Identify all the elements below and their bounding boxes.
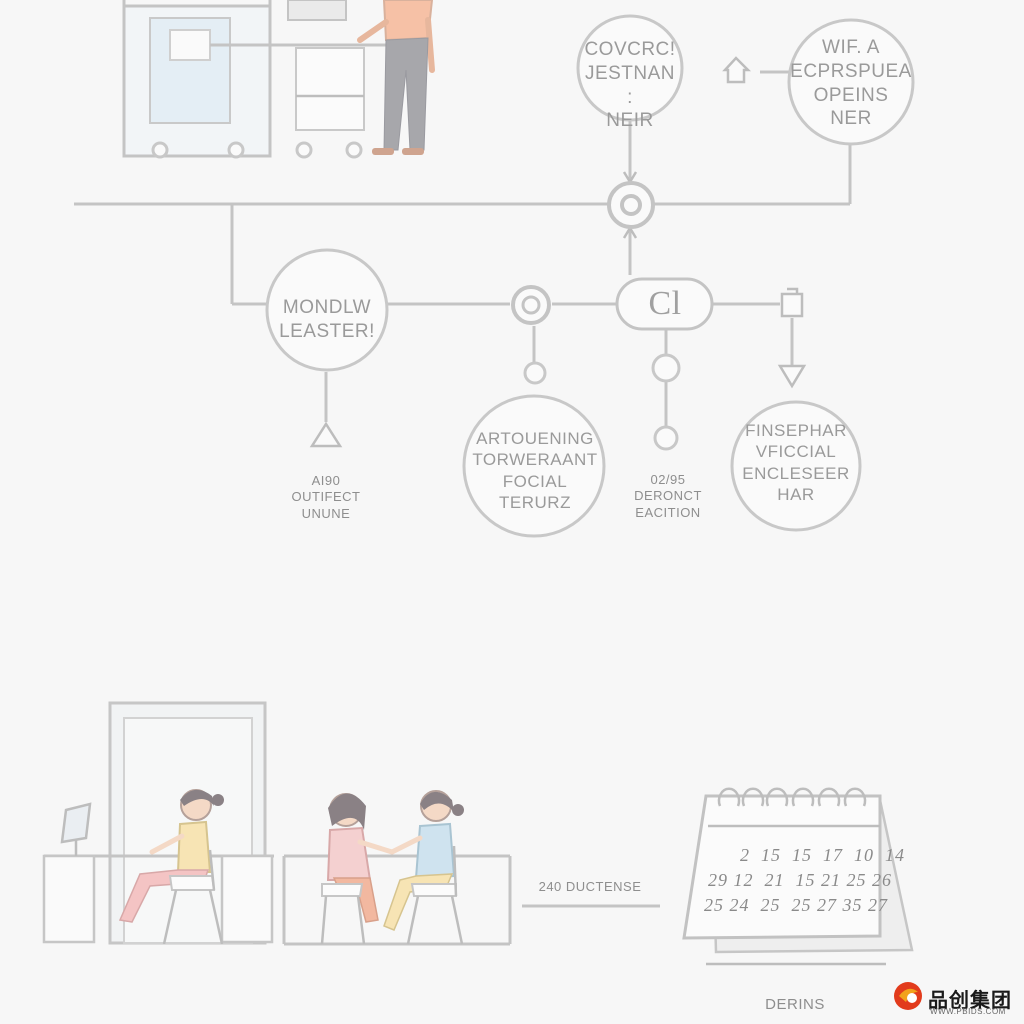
brand-logo-icon: [894, 982, 922, 1010]
desk-worker-illustration: [42, 701, 274, 945]
node-top-left-label: COVCRC!JESTNAN :NEIR: [584, 39, 676, 132]
down-arrow-icon: [777, 364, 807, 389]
node-top-right: [787, 18, 915, 146]
brand-url: WWW.PBIDS.COM: [930, 1007, 1006, 1016]
node-mid-left: [265, 248, 389, 372]
calendar-illustration: [682, 787, 914, 966]
node-bottom-right: [730, 400, 862, 532]
pill-node: [615, 277, 714, 331]
calendar-row: 25 24 25 25 27 35 27: [704, 895, 888, 915]
node-bottom-center: [462, 394, 606, 538]
calendar-row: 2 15 15 17 10 14: [740, 845, 905, 865]
node-top-left: [576, 14, 684, 122]
brand-name: 品创集团: [928, 990, 1012, 1012]
battery-icon: [780, 287, 804, 318]
house-arrow-icon: [722, 56, 752, 84]
desk-caption: 240 DUCTENSE: [538, 879, 642, 894]
workstation-illustration: [122, 0, 435, 159]
calendar-row: 29 12 21 15 21 25 26: [708, 870, 892, 890]
pill-node-label: Cl: [648, 285, 682, 322]
meeting-illustration: [282, 790, 512, 946]
calendar-caption: DERINS: [765, 996, 825, 1013]
up-triangle-icon: [309, 421, 343, 448]
